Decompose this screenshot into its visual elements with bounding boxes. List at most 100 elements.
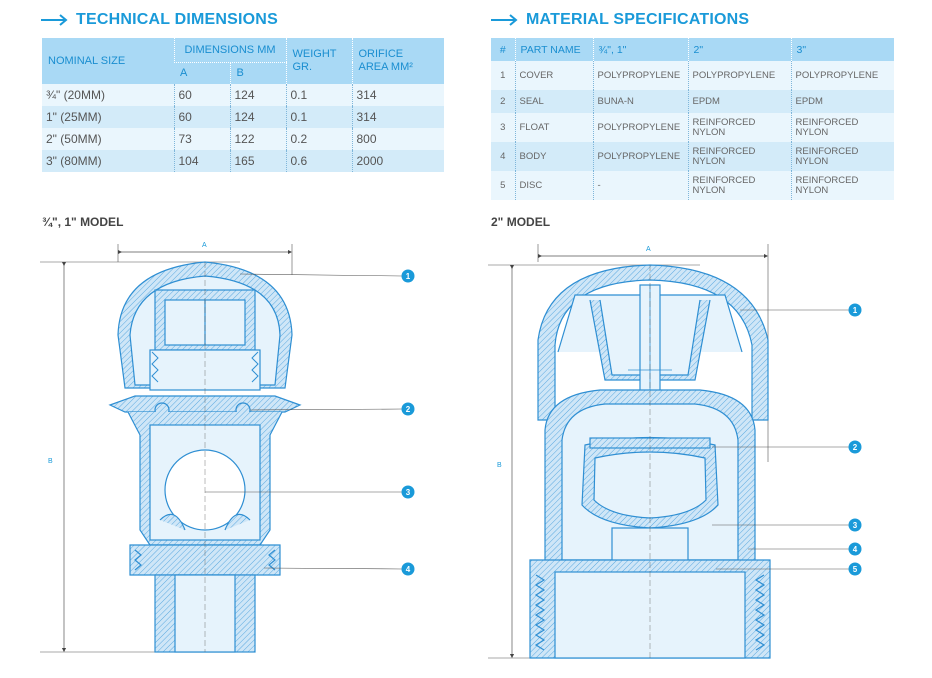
cell-weight: 0.1 [285, 84, 352, 106]
cell-two: REINFORCED NYLON [687, 113, 791, 142]
cell-part: FLOAT [514, 113, 593, 142]
cell-orifice: 314 [351, 106, 444, 128]
material-specifications-title-text: MATERIAL SPECIFICATIONS [526, 11, 750, 28]
cell-num: 2 [491, 90, 515, 113]
callout-badge [401, 269, 415, 283]
cell-weight: 0.6 [285, 150, 352, 172]
callout-number: 2 [406, 405, 411, 414]
material-specifications-title: MATERIAL SPECIFICATIONS [490, 11, 749, 29]
cell-orifice: 314 [351, 84, 444, 106]
cell-two: REINFORCED NYLON [687, 171, 791, 200]
callout-number: 3 [853, 521, 858, 530]
large-model-drawing [488, 244, 771, 659]
large-dim-a-label: A [646, 246, 651, 253]
header-two-inch: 2" [687, 38, 791, 61]
technical-dimensions-title-text: TECHNICAL DIMENSIONS [76, 11, 278, 28]
small-model-label: ¾", 1" MODEL [42, 215, 124, 229]
header-num: # [491, 38, 515, 61]
cell-num: 1 [491, 61, 515, 90]
cell-orifice: 2000 [351, 150, 444, 172]
cell-small: BUNA-N [592, 90, 688, 113]
cell-three: REINFORCED NYLON [790, 142, 894, 171]
small-model-drawing [40, 244, 302, 653]
cell-a: 104 [173, 150, 230, 172]
callout-badge [848, 542, 862, 556]
small-dim-a-label: A [202, 242, 207, 249]
cell-three: POLYPROPYLENE [790, 61, 894, 90]
header-b: B [229, 62, 286, 84]
callout-number: 5 [853, 565, 858, 574]
callout-badge [401, 402, 415, 416]
cell-weight: 0.1 [285, 106, 352, 128]
cell-orifice: 800 [351, 128, 444, 150]
cell-size: 2" (50MM) [42, 128, 174, 150]
small-model-leaders [205, 273, 403, 570]
cell-num: 4 [491, 142, 515, 171]
cell-two: EPDM [687, 90, 791, 113]
header-part-name: PART NAME [514, 38, 593, 61]
header-a: A [174, 62, 230, 84]
callout-badge [848, 518, 862, 532]
cell-size: ¾" (20MM) [42, 84, 174, 106]
callout-number: 1 [406, 272, 411, 281]
cell-a: 60 [173, 84, 230, 106]
cell-part: DISC [514, 171, 593, 200]
cell-a: 60 [173, 106, 230, 128]
cell-part: BODY [514, 142, 593, 171]
small-dim-b-label: B [48, 458, 53, 465]
cell-three: REINFORCED NYLON [790, 171, 894, 200]
arrow-right-icon [491, 14, 518, 26]
header-nominal-size: NOMINAL SIZE [42, 38, 174, 84]
cell-size: 1" (25MM) [42, 106, 174, 128]
callout-badge [848, 303, 862, 317]
cell-two: REINFORCED NYLON [687, 142, 791, 171]
arrow-right-icon [41, 14, 68, 26]
large-model-leaders [712, 309, 850, 570]
cell-small: POLYPROPYLENE [592, 113, 688, 142]
cell-small: POLYPROPYLENE [592, 142, 688, 171]
cell-num: 5 [491, 171, 515, 200]
cell-three: EPDM [790, 90, 894, 113]
cell-b: 124 [229, 84, 286, 106]
cell-weight: 0.2 [285, 128, 352, 150]
cell-b: 165 [229, 150, 286, 172]
cell-two: POLYPROPYLENE [687, 61, 791, 90]
cell-b: 124 [229, 106, 286, 128]
header-three-inch: 3" [790, 38, 894, 61]
callout-number: 1 [853, 306, 858, 315]
cell-size: 3" (80MM) [42, 150, 174, 172]
callout-number: 4 [853, 545, 858, 554]
large-model-label: 2" MODEL [491, 215, 551, 229]
header-dimensions: DIMENSIONS MM [173, 38, 286, 63]
callout-badge [848, 562, 862, 576]
cell-part: SEAL [514, 90, 593, 113]
large-dim-b-label: B [497, 462, 502, 469]
callout-number: 3 [406, 488, 411, 497]
callout-number: 2 [853, 443, 858, 452]
callout-badge [401, 562, 415, 576]
cell-part: COVER [514, 61, 593, 90]
cell-small: - [592, 171, 688, 200]
header-small: ¾", 1" [592, 38, 688, 61]
technical-dimensions-title: TECHNICAL DIMENSIONS [40, 11, 278, 29]
callout-number: 4 [406, 565, 411, 574]
cell-num: 3 [491, 113, 515, 142]
callout-badge [401, 485, 415, 499]
cell-b: 122 [229, 128, 286, 150]
cell-three: REINFORCED NYLON [790, 113, 894, 142]
cell-a: 73 [173, 128, 230, 150]
cell-small: POLYPROPYLENE [592, 61, 688, 90]
